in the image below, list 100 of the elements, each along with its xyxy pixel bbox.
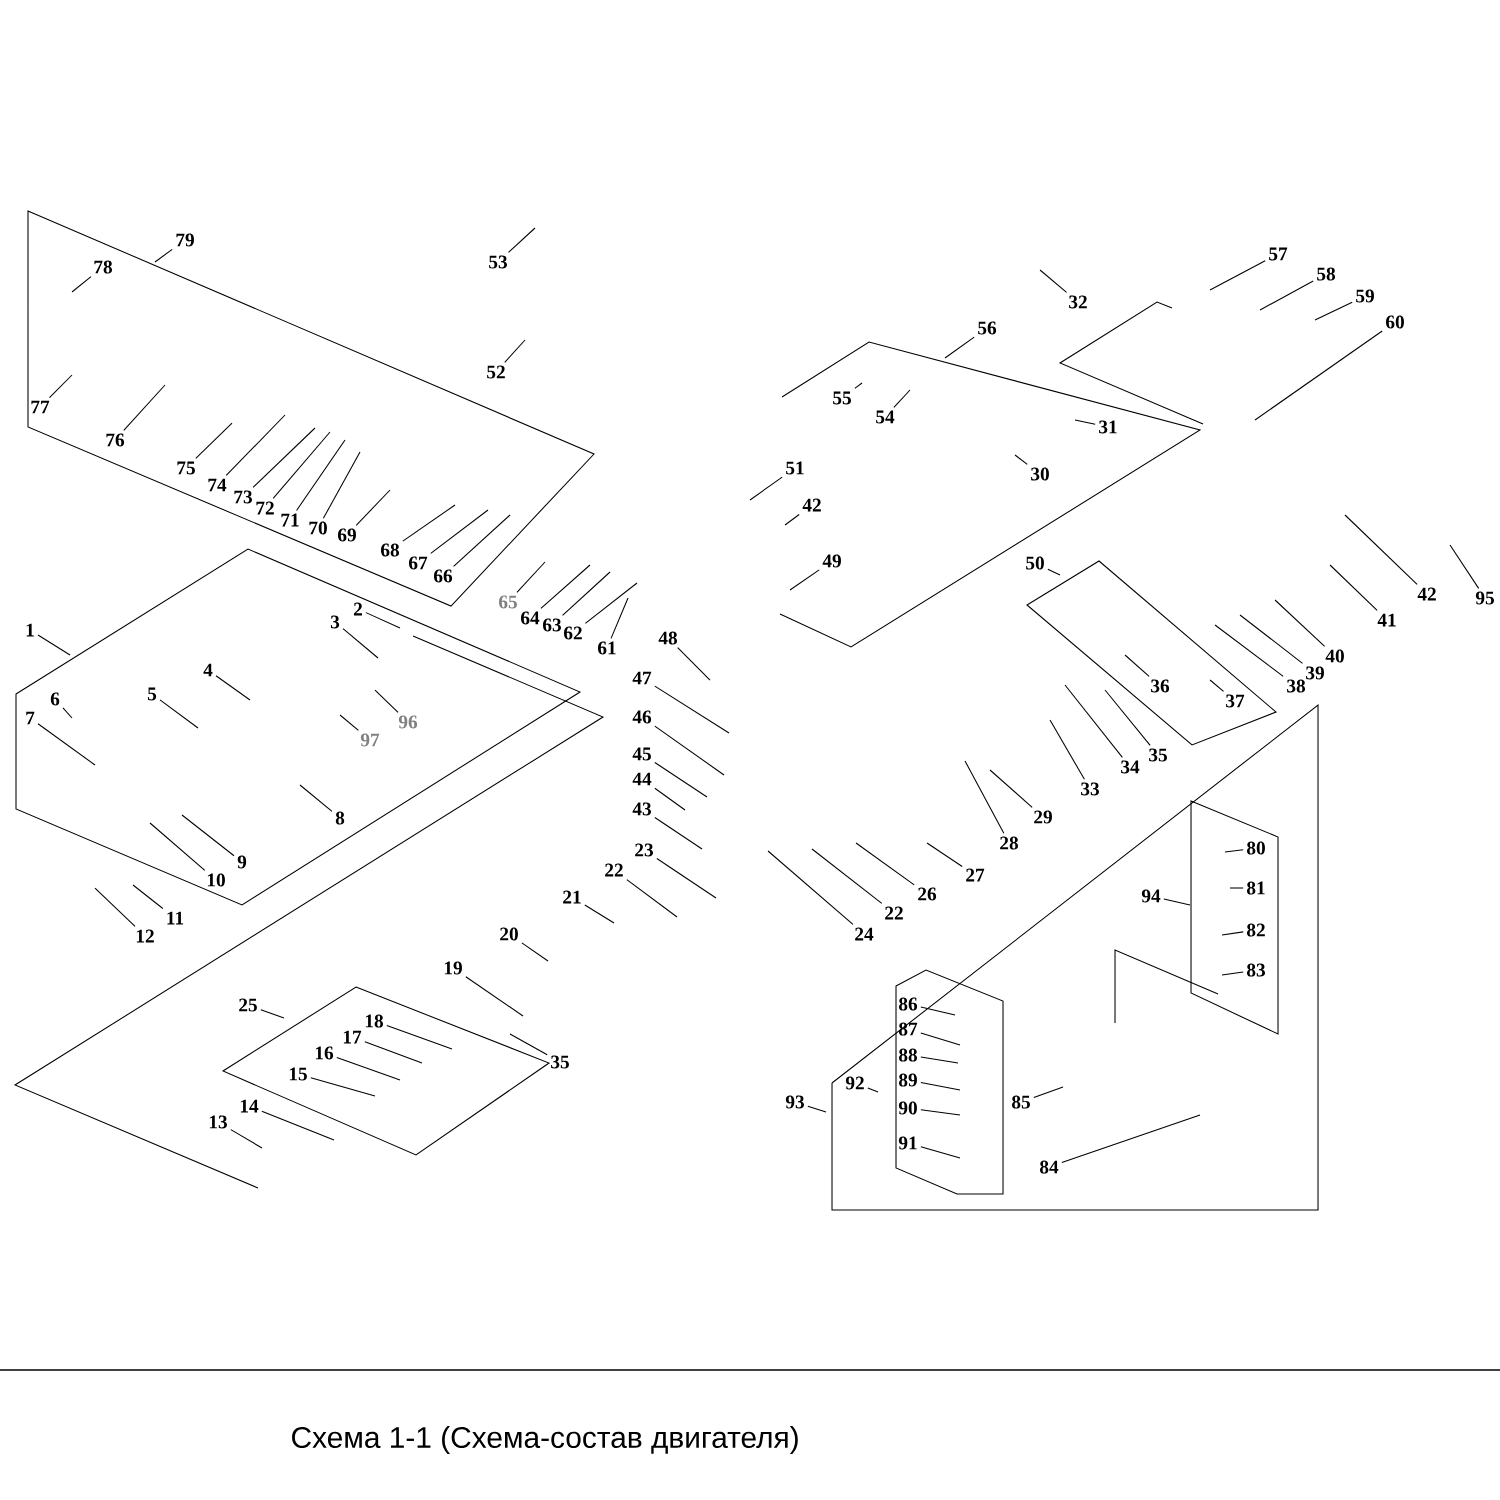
callout-number: 73 bbox=[234, 490, 252, 504]
callout-number: 41 bbox=[1377, 613, 1396, 627]
callout-number: 25 bbox=[239, 998, 257, 1012]
leader-line bbox=[260, 1009, 285, 1019]
callout-number: 62 bbox=[564, 626, 582, 640]
callout-number: 7 bbox=[26, 711, 35, 725]
callout-number: 23 bbox=[635, 843, 653, 857]
callout-number: 6 bbox=[50, 692, 60, 706]
callout-number: 27 bbox=[966, 868, 985, 882]
leader-line bbox=[215, 675, 251, 701]
callout-number: 72 bbox=[256, 501, 274, 515]
leader-line bbox=[1259, 280, 1314, 311]
leader-line bbox=[767, 850, 854, 925]
leader-line bbox=[504, 339, 526, 363]
leader-line bbox=[159, 699, 199, 729]
leader-line bbox=[261, 1110, 335, 1141]
callout-number: 56 bbox=[978, 321, 997, 335]
callout-number: 63 bbox=[543, 618, 561, 632]
leader-line bbox=[584, 904, 615, 924]
leader-line bbox=[1239, 614, 1304, 664]
leader-line bbox=[944, 336, 975, 359]
callout-number: 92 bbox=[845, 1076, 864, 1090]
callout-number: 48 bbox=[658, 631, 677, 645]
leader-line bbox=[867, 1087, 879, 1093]
leader-line bbox=[1033, 1086, 1064, 1098]
callout-number: 38 bbox=[1287, 679, 1306, 693]
callout-number: 34 bbox=[1121, 760, 1140, 774]
callout-number: 24 bbox=[855, 927, 874, 941]
leader-line bbox=[299, 784, 333, 812]
callout-number: 70 bbox=[309, 521, 327, 535]
callout-number: 54 bbox=[876, 410, 895, 424]
callout-number: 65 bbox=[499, 595, 517, 609]
callout-number: 75 bbox=[177, 461, 195, 475]
leader-line bbox=[920, 1032, 961, 1046]
callout-number: 35 bbox=[551, 1055, 569, 1069]
leader-line bbox=[920, 1006, 956, 1016]
leader-line bbox=[854, 382, 863, 389]
leader-line bbox=[1163, 898, 1191, 906]
callout-number: 57 bbox=[1269, 247, 1288, 261]
leader-line bbox=[225, 414, 286, 476]
leader-line bbox=[509, 1033, 548, 1056]
leader-line bbox=[1014, 454, 1028, 465]
leader-line bbox=[339, 714, 359, 731]
callout-number: 84 bbox=[1040, 1160, 1059, 1174]
callout-number: 91 bbox=[898, 1136, 917, 1150]
leader-line bbox=[94, 887, 136, 927]
leader-line bbox=[920, 1146, 961, 1159]
callout-number: 87 bbox=[899, 1022, 918, 1036]
callout-number: 16 bbox=[315, 1046, 334, 1060]
callout-number: 15 bbox=[289, 1067, 307, 1081]
leader-line bbox=[540, 564, 591, 609]
leader-line bbox=[656, 858, 717, 899]
leader-line bbox=[374, 689, 399, 713]
leader-line bbox=[749, 476, 783, 501]
leader-line bbox=[677, 647, 711, 681]
leader-line bbox=[181, 814, 235, 857]
callout-number: 33 bbox=[1081, 782, 1100, 796]
callout-number: 22 bbox=[885, 906, 903, 920]
leader-line bbox=[920, 1081, 961, 1091]
leader-line bbox=[1229, 887, 1244, 889]
callout-number: 40 bbox=[1325, 649, 1344, 663]
callout-number: 42 bbox=[802, 498, 821, 512]
callout-number: 77 bbox=[31, 400, 50, 414]
leader-line bbox=[71, 276, 92, 293]
leader-line bbox=[123, 384, 166, 431]
leader-line bbox=[1221, 931, 1244, 936]
leader-line bbox=[654, 761, 708, 798]
callout-number: 83 bbox=[1247, 963, 1266, 977]
caption: Схема 1-1 (Схема-состав двигателя) bbox=[292, 1426, 798, 1454]
callout-number: 18 bbox=[365, 1014, 383, 1028]
leader-line bbox=[964, 760, 1005, 834]
leader-line bbox=[1209, 679, 1225, 692]
leader-line bbox=[364, 1041, 423, 1064]
callout-number: 1 bbox=[26, 623, 34, 637]
leader-line bbox=[149, 822, 206, 871]
callout-number: 85 bbox=[1012, 1095, 1030, 1109]
leader-line bbox=[1221, 971, 1244, 976]
leader-line bbox=[62, 707, 73, 719]
callout-number: 32 bbox=[1069, 295, 1087, 309]
leader-line bbox=[322, 451, 361, 519]
callout-number: 44 bbox=[632, 772, 652, 786]
leader-line bbox=[1047, 568, 1061, 576]
leader-line bbox=[654, 725, 725, 776]
leader-line bbox=[784, 513, 800, 526]
callout-number: 28 bbox=[1000, 836, 1019, 850]
callout-number: 80 bbox=[1247, 841, 1265, 855]
callout-number: 22 bbox=[605, 863, 623, 877]
callout-number: 47 bbox=[632, 671, 652, 685]
callout-number: 88 bbox=[899, 1048, 917, 1062]
leader-line bbox=[1124, 654, 1150, 677]
callout-number: 19 bbox=[444, 961, 462, 975]
callout-number: 30 bbox=[1031, 467, 1049, 481]
leader-line bbox=[386, 1025, 453, 1050]
leader-line bbox=[626, 879, 678, 918]
leader-line bbox=[584, 582, 638, 624]
leader-line bbox=[37, 723, 96, 766]
leader-line bbox=[926, 842, 963, 867]
leader-line bbox=[1104, 689, 1151, 746]
callout-number: 29 bbox=[1034, 810, 1052, 824]
leader-line bbox=[562, 571, 611, 616]
